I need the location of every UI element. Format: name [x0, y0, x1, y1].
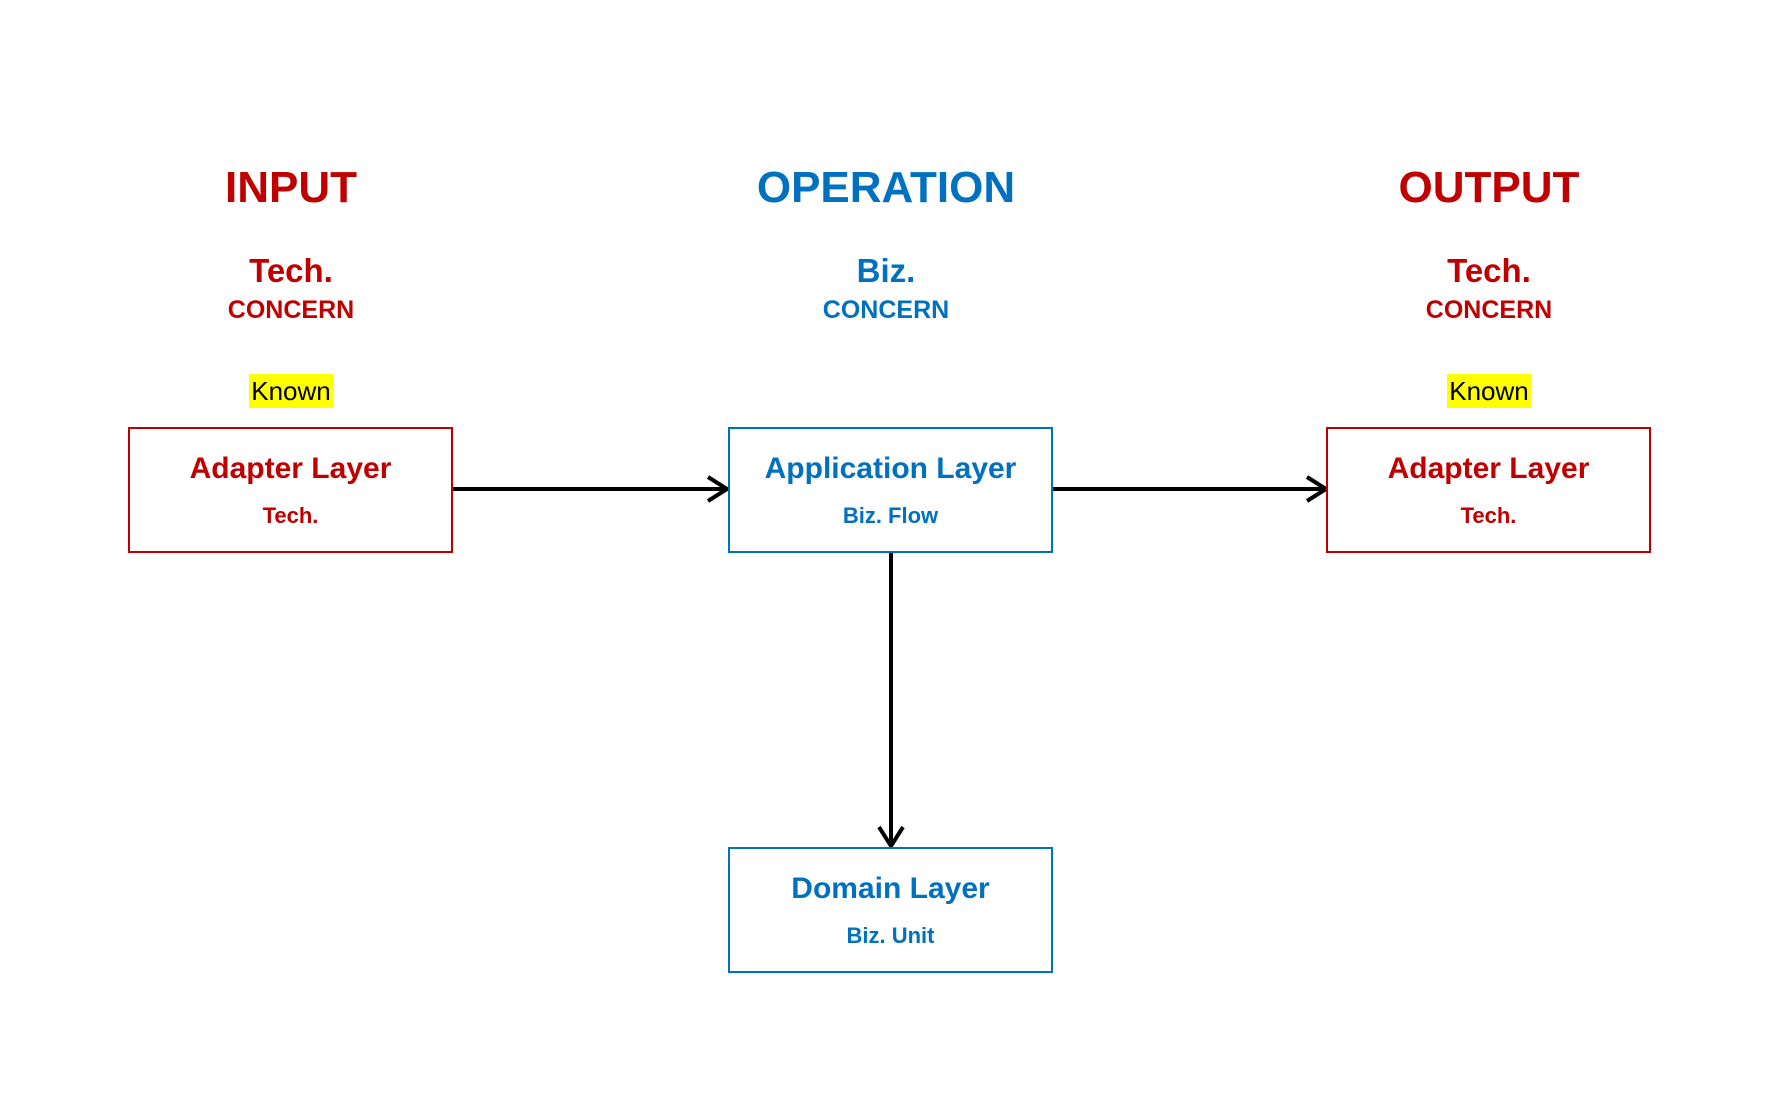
input-adapter-layer-box: Adapter Layer Tech. [128, 427, 453, 553]
input-adapter-layer-title: Adapter Layer [189, 452, 392, 485]
output-adapter-layer-box: Adapter Layer Tech. [1326, 427, 1651, 553]
operation-concern-sub: CONCERN [822, 296, 950, 324]
domain-layer-subtitle: Biz. Unit [846, 923, 935, 948]
output-known-badge: Known [1447, 374, 1531, 408]
input-adapter-layer-subtitle: Tech. [262, 503, 319, 528]
output-adapter-layer-subtitle: Tech. [1460, 503, 1517, 528]
application-layer-title: Application Layer [764, 452, 1017, 485]
domain-layer-box: Domain Layer Biz. Unit [728, 847, 1053, 973]
arrow-input-to-application [452, 475, 731, 503]
output-concern-sub: CONCERN [1425, 296, 1553, 324]
input-concern-main: Tech. [249, 252, 333, 289]
application-layer-box: Application Layer Biz. Flow [728, 427, 1053, 553]
arrow-application-to-domain [877, 552, 905, 850]
application-layer-subtitle: Biz. Flow [842, 503, 939, 528]
output-heading: OUTPUT [1398, 163, 1580, 212]
output-adapter-layer-title: Adapter Layer [1387, 452, 1590, 485]
arrow-application-to-output [1052, 475, 1330, 503]
domain-layer-title: Domain Layer [791, 872, 990, 905]
input-concern-sub: CONCERN [227, 296, 355, 324]
input-heading: INPUT [225, 163, 357, 212]
input-known-wrap: Known [91, 374, 491, 408]
input-known-badge: Known [249, 374, 333, 408]
output-concern-main: Tech. [1447, 252, 1531, 289]
output-known-wrap: Known [1289, 374, 1689, 408]
operation-heading: OPERATION [756, 163, 1016, 212]
operation-concern-main: Biz. [856, 252, 916, 289]
